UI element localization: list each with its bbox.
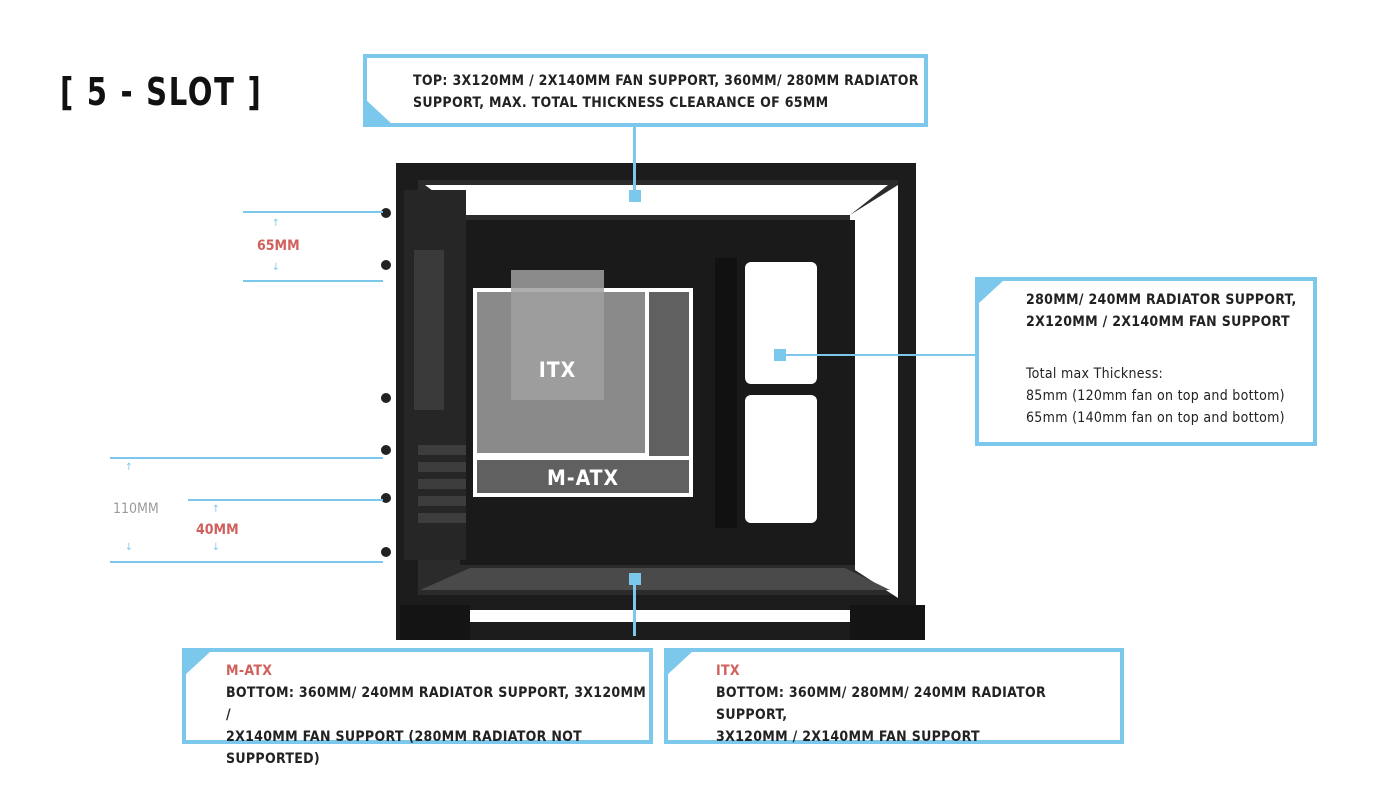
side-connector-line — [780, 354, 975, 356]
page-title: [ 5 - SLOT ] — [60, 70, 263, 114]
itx-line-1: BOTTOM: 360MM/ 280MM/ 240MM RADIATOR SUP… — [716, 685, 1046, 723]
side-callout-box: 280MM/ 240MM RADIATOR SUPPORT, 2X120MM /… — [975, 277, 1317, 446]
itx-callout-box: ITX BOTTOM: 360MM/ 280MM/ 240MM RADIATOR… — [664, 648, 1124, 745]
bottom-total-line-lower — [110, 561, 383, 563]
up-arrow-icon: ↑ — [272, 218, 280, 229]
matx-label: M-ATX — [546, 466, 620, 490]
top-connector-dot — [629, 190, 641, 202]
top-callout-line-2: SUPPORT, MAX. TOTAL THICKNESS CLEARANCE … — [413, 95, 829, 111]
bottom-total-line-upper — [110, 457, 383, 459]
top-callout-line-1: TOP: 3X120MM / 2X140MM FAN SUPPORT, 360M… — [413, 73, 919, 89]
matx-heading: M-ATX — [226, 663, 273, 679]
side-callout-thickness: Total max Thickness: 85mm (120mm fan on … — [1026, 363, 1316, 429]
matx-line-2: 2X140MM FAN SUPPORT (280MM RADIATOR NOT … — [226, 729, 583, 767]
top-clearance-line-lower — [243, 280, 383, 282]
thickness-line-2: 65mm (140mm fan on top and bottom) — [1026, 410, 1285, 426]
down-arrow-icon: ↓ — [125, 542, 133, 553]
top-callout-text: TOP: 3X120MM / 2X140MM FAN SUPPORT, 360M… — [413, 70, 923, 114]
top-clearance-measure: 65MM — [257, 238, 300, 254]
side-callout-line-2: 2X120MM / 2X140MM FAN SUPPORT — [1026, 314, 1290, 330]
bottom-itx-line-upper — [188, 499, 383, 501]
matx-callout-text: M-ATX BOTTOM: 360MM/ 240MM RADIATOR SUPP… — [226, 660, 651, 770]
bottom-connector-line — [633, 580, 636, 636]
itx-heading: ITX — [716, 663, 740, 679]
itx-callout-text: ITX BOTTOM: 360MM/ 280MM/ 240MM RADIATOR… — [716, 660, 1121, 748]
itx-line-2: 3X120MM / 2X140MM FAN SUPPORT — [716, 729, 980, 745]
matx-callout-box: M-ATX BOTTOM: 360MM/ 240MM RADIATOR SUPP… — [182, 648, 653, 767]
up-arrow-icon: ↑ — [212, 504, 220, 515]
bottom-connector-dot — [629, 573, 641, 585]
top-callout-box: TOP: 3X120MM / 2X140MM FAN SUPPORT, 360M… — [363, 54, 928, 127]
down-arrow-icon: ↓ — [212, 542, 220, 553]
side-callout-line-1: 280MM/ 240MM RADIATOR SUPPORT, — [1026, 292, 1297, 308]
bottom-itx-measure: 40MM — [196, 522, 239, 538]
side-connector-dot — [774, 349, 786, 361]
top-connector-line — [633, 127, 636, 192]
matx-line-1: BOTTOM: 360MM/ 240MM RADIATOR SUPPORT, 3… — [226, 685, 647, 723]
bottom-total-measure: 110MM — [113, 501, 159, 517]
itx-label: ITX — [538, 358, 577, 382]
down-arrow-icon: ↓ — [272, 262, 280, 273]
thickness-line-1: 85mm (120mm fan on top and bottom) — [1026, 388, 1285, 404]
side-callout-text: 280MM/ 240MM RADIATOR SUPPORT, 2X120MM /… — [1026, 289, 1316, 333]
top-clearance-line-upper — [243, 211, 383, 213]
itx-cooler — [511, 270, 604, 400]
up-arrow-icon: ↑ — [125, 462, 133, 473]
thickness-title: Total max Thickness: — [1026, 366, 1164, 382]
